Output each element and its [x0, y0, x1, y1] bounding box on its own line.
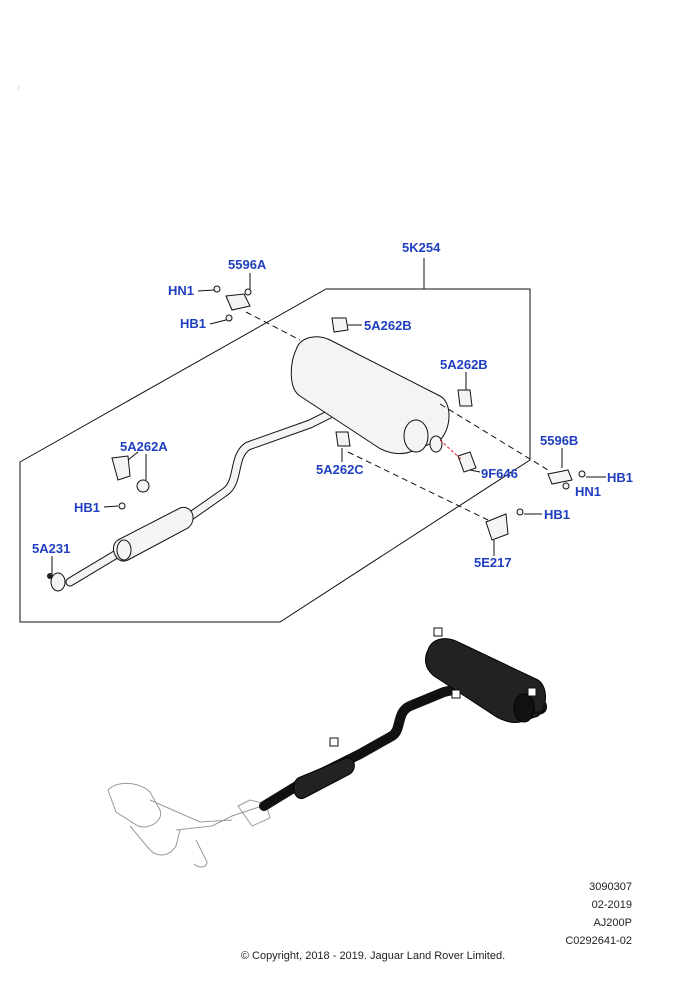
model-code: AJ200P: [593, 917, 632, 929]
rear-silencer: [290, 336, 450, 455]
callout-hn1-left: HN1: [168, 283, 194, 298]
ghost-front-section: [107, 783, 271, 868]
bracket-5a262a-part: [111, 451, 150, 493]
callout-hn1-right: HN1: [575, 484, 601, 499]
corner-mark: r: [18, 86, 20, 92]
callout-5596b: 5596B: [540, 433, 578, 448]
valve-9f646-part: [439, 439, 477, 473]
callout-5a231: 5A231: [32, 541, 70, 556]
bracket-5a262c-part: [335, 431, 351, 447]
center-resonator: [113, 506, 194, 562]
reference-code: C0292641-02: [565, 935, 632, 947]
callout-hb1-right: HB1: [607, 470, 633, 485]
bracket-5a262b-right-part: [457, 389, 473, 407]
illustration-date: 02-2019: [591, 899, 632, 911]
callout-5a262a: 5A262A: [120, 439, 168, 454]
callout-9f646: 9F646: [481, 466, 518, 481]
isolator-5596a-part: [213, 285, 252, 322]
exhaust-pipe: [65, 409, 333, 587]
bolt-hb1-mid-left-part: [118, 502, 126, 510]
copyright-notice: © Copyright, 2018 - 2019. Jaguar Land Ro…: [240, 950, 506, 962]
callout-5a262c: 5A262C: [316, 462, 364, 477]
assembly-outline: [19, 288, 531, 623]
heat-shield-5e217-part: [485, 508, 524, 541]
callout-5a262b-right: 5A262B: [440, 357, 488, 372]
isolator-5596b-part: [547, 469, 586, 490]
callout-5a262b-upper: 5A262B: [364, 318, 412, 333]
callout-5k254: 5K254: [402, 240, 441, 255]
callout-5e217: 5E217: [474, 555, 512, 570]
bracket-5a262b-upper-part: [331, 317, 349, 333]
callout-hb1-lower-right: HB1: [544, 507, 570, 522]
clamp-part: [47, 572, 66, 592]
callout-hb1-mid-left: HB1: [74, 500, 100, 515]
callout-5596a: 5596A: [228, 257, 267, 272]
illustration-number: 3090307: [589, 881, 632, 893]
callout-hb1-upper-left: HB1: [180, 316, 206, 331]
installed-exhaust-view: [107, 627, 548, 868]
